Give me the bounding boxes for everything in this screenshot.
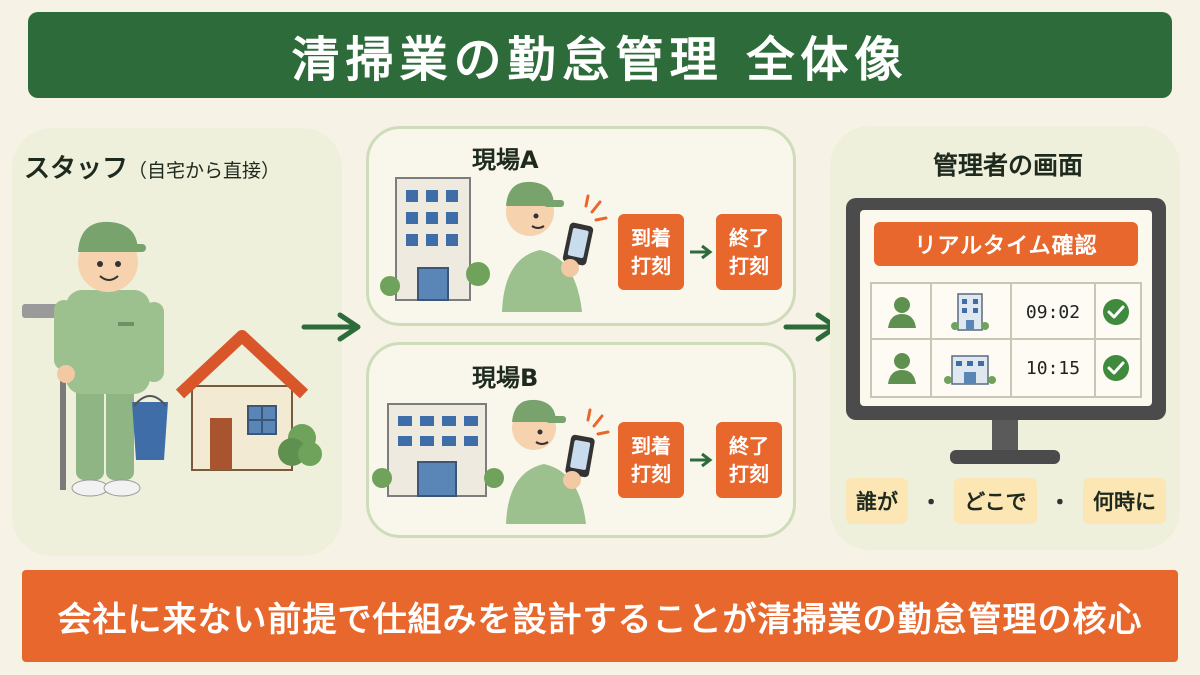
- tag-separator: ・: [1048, 491, 1071, 516]
- building-icon: [951, 293, 989, 331]
- end-stamp-a: 終了 打刻: [716, 214, 782, 290]
- table-row: 10:15: [872, 340, 1140, 396]
- stamp-line2: 打刻: [729, 462, 769, 486]
- check-circle-icon: [1103, 355, 1129, 381]
- title-banner: 清掃業の勤怠管理 全体像: [28, 12, 1172, 98]
- tag-who: 誰が: [846, 478, 908, 524]
- monitor-stand-icon: [950, 420, 1060, 464]
- check-in-time: 09:02: [1025, 301, 1081, 323]
- arrival-stamp-b: 到着 打刻: [618, 422, 684, 498]
- worker-with-phone-icon: [506, 399, 610, 524]
- footer-message: 会社に来ない前提で仕組みを設計することが清掃業の勤怠管理の核心: [57, 599, 1143, 640]
- user-icon: [888, 297, 916, 328]
- office-building-icon: [380, 177, 490, 301]
- attendance-table: 09:02 10:15: [870, 282, 1142, 398]
- staff-heading: スタッフ（自宅から直接）: [24, 148, 280, 185]
- who-where-when-tags: 誰が ・ どこで ・ 何時に: [846, 476, 1166, 526]
- realtime-check-label: リアルタイム確認: [874, 222, 1138, 266]
- staff-subtitle: （自宅から直接）: [128, 160, 281, 182]
- check-circle-icon: [1103, 299, 1129, 325]
- tag-separator: ・: [920, 491, 943, 516]
- user-icon: [888, 353, 916, 384]
- stamp-line1: 終了: [729, 226, 769, 250]
- cell-divider: [1010, 340, 1012, 396]
- cell-divider: [1094, 340, 1096, 396]
- tag-where: どこで: [954, 478, 1037, 524]
- stamp-line2: 打刻: [631, 462, 671, 486]
- table-row: 09:02: [872, 284, 1140, 340]
- tag-when: 何時に: [1082, 478, 1166, 524]
- cell-divider: [930, 284, 932, 340]
- cell-divider: [930, 340, 932, 396]
- end-stamp-b: 終了 打刻: [716, 422, 782, 498]
- office-building-icon: [372, 403, 504, 497]
- worker-with-phone-icon: [502, 181, 608, 312]
- check-in-time: 10:15: [1025, 357, 1081, 379]
- cell-divider: [1010, 284, 1012, 340]
- building-icon: [944, 355, 996, 385]
- stamp-line1: 到着: [631, 226, 671, 250]
- house-icon: [175, 330, 322, 471]
- stamp-line1: 到着: [631, 434, 671, 458]
- cleaning-staff-icon: [22, 221, 168, 497]
- stamp-line2: 打刻: [631, 254, 671, 278]
- arrival-stamp-a: 到着 打刻: [618, 214, 684, 290]
- footer-banner: 会社に来ない前提で仕組みを設計することが清掃業の勤怠管理の核心: [22, 570, 1178, 662]
- stamp-line1: 終了: [729, 434, 769, 458]
- site-b-title: 現場B: [472, 364, 539, 392]
- site-a-title: 現場A: [472, 146, 539, 174]
- staff-title: スタッフ: [24, 154, 129, 184]
- manager-title: 管理者の画面: [932, 151, 1083, 180]
- cell-divider: [1094, 284, 1096, 340]
- arrow-right-icon: [690, 452, 713, 468]
- arrow-right-icon: [690, 244, 713, 260]
- arrow-right-icon: [301, 312, 361, 342]
- page-title: 清掃業の勤怠管理 全体像: [291, 32, 909, 88]
- stamp-line2: 打刻: [729, 254, 769, 278]
